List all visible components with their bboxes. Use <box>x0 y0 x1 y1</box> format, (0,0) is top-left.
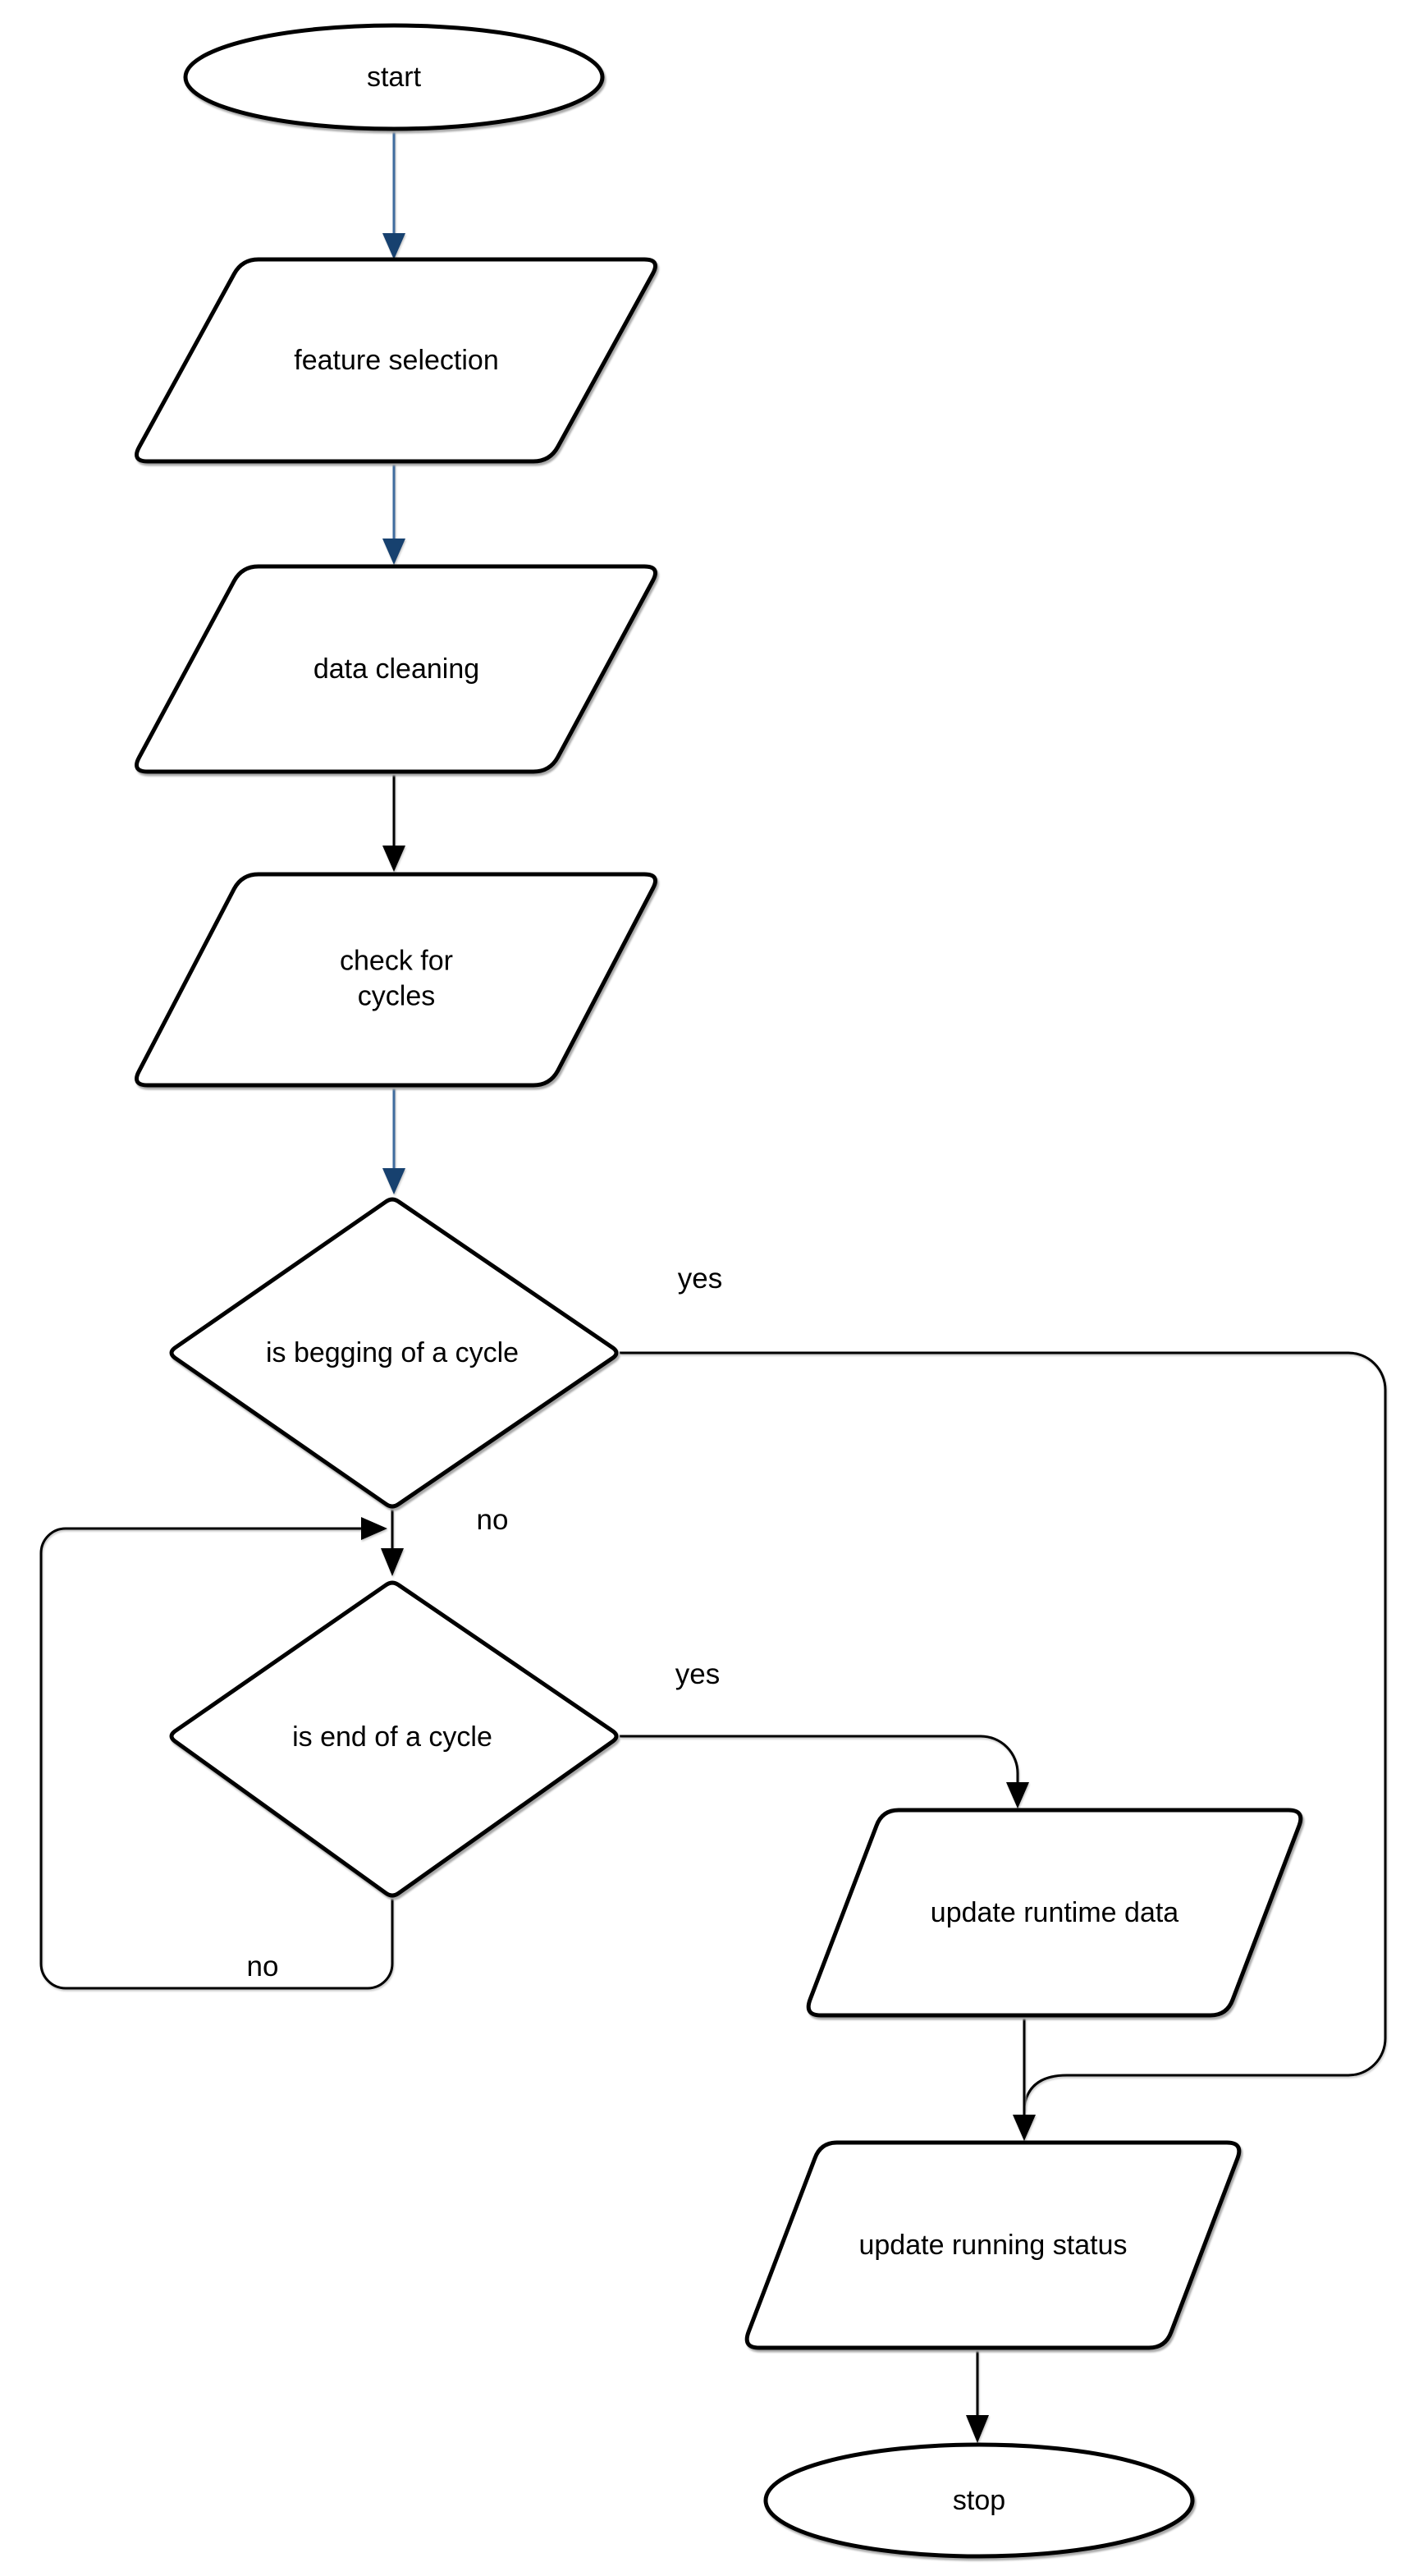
node-start-label: start <box>366 61 422 93</box>
edge-yes-begging-to-running-status <box>620 1351 1387 2110</box>
edge-label-yes-end: yes <box>675 1658 721 1690</box>
node-feature-selection-label: feature selection <box>294 344 499 376</box>
edge-feature-selection-to-data-cleaning <box>382 461 405 565</box>
edge-check-for-cycles-to-decision <box>382 1085 405 1194</box>
edge-data-cleaning-to-check-for-cycles <box>382 772 405 872</box>
node-update-runtime-data-label: update runtime data <box>930 1896 1179 1928</box>
node-is-begging-of-a-cycle-shape <box>169 1197 619 1509</box>
node-check-for-cycles-shape <box>135 872 657 1088</box>
edge-label-yes-begging: yes <box>677 1263 723 1295</box>
edge-no-begging-to-end-decision <box>381 1509 404 1576</box>
node-is-begging-of-a-cycle-label: is begging of a cycle <box>265 1336 519 1368</box>
edge-no-loop-end-decision <box>39 1517 394 1990</box>
node-is-end-of-a-cycle-shape <box>169 1580 619 1898</box>
node-data-cleaning-shape <box>135 564 657 774</box>
node-is-end-of-a-cycle-label: is end of a cycle <box>292 1721 492 1753</box>
node-update-runtime-data-shape <box>806 1808 1303 2018</box>
edge-yes-end-to-update-runtime <box>620 1735 1029 1808</box>
node-start-shape <box>183 23 605 131</box>
edge-label-no-begging: no <box>476 1504 509 1536</box>
edge-start-to-feature-selection <box>382 130 405 259</box>
edge-label-no-end: no <box>246 1950 279 1982</box>
node-stop-shape <box>763 2442 1195 2559</box>
edge-update-runtime-to-running-status <box>1013 2015 1036 2141</box>
node-stop-label: stop <box>952 2484 1006 2516</box>
node-update-running-status-label: update running status <box>858 2229 1128 2261</box>
node-update-running-status-shape <box>744 2140 1242 2350</box>
edge-running-status-to-stop <box>966 2348 989 2443</box>
node-data-cleaning-label: data cleaning <box>313 653 480 685</box>
node-feature-selection-shape <box>135 257 657 464</box>
node-check-for-cycles-label: check for cycles <box>340 945 453 1012</box>
